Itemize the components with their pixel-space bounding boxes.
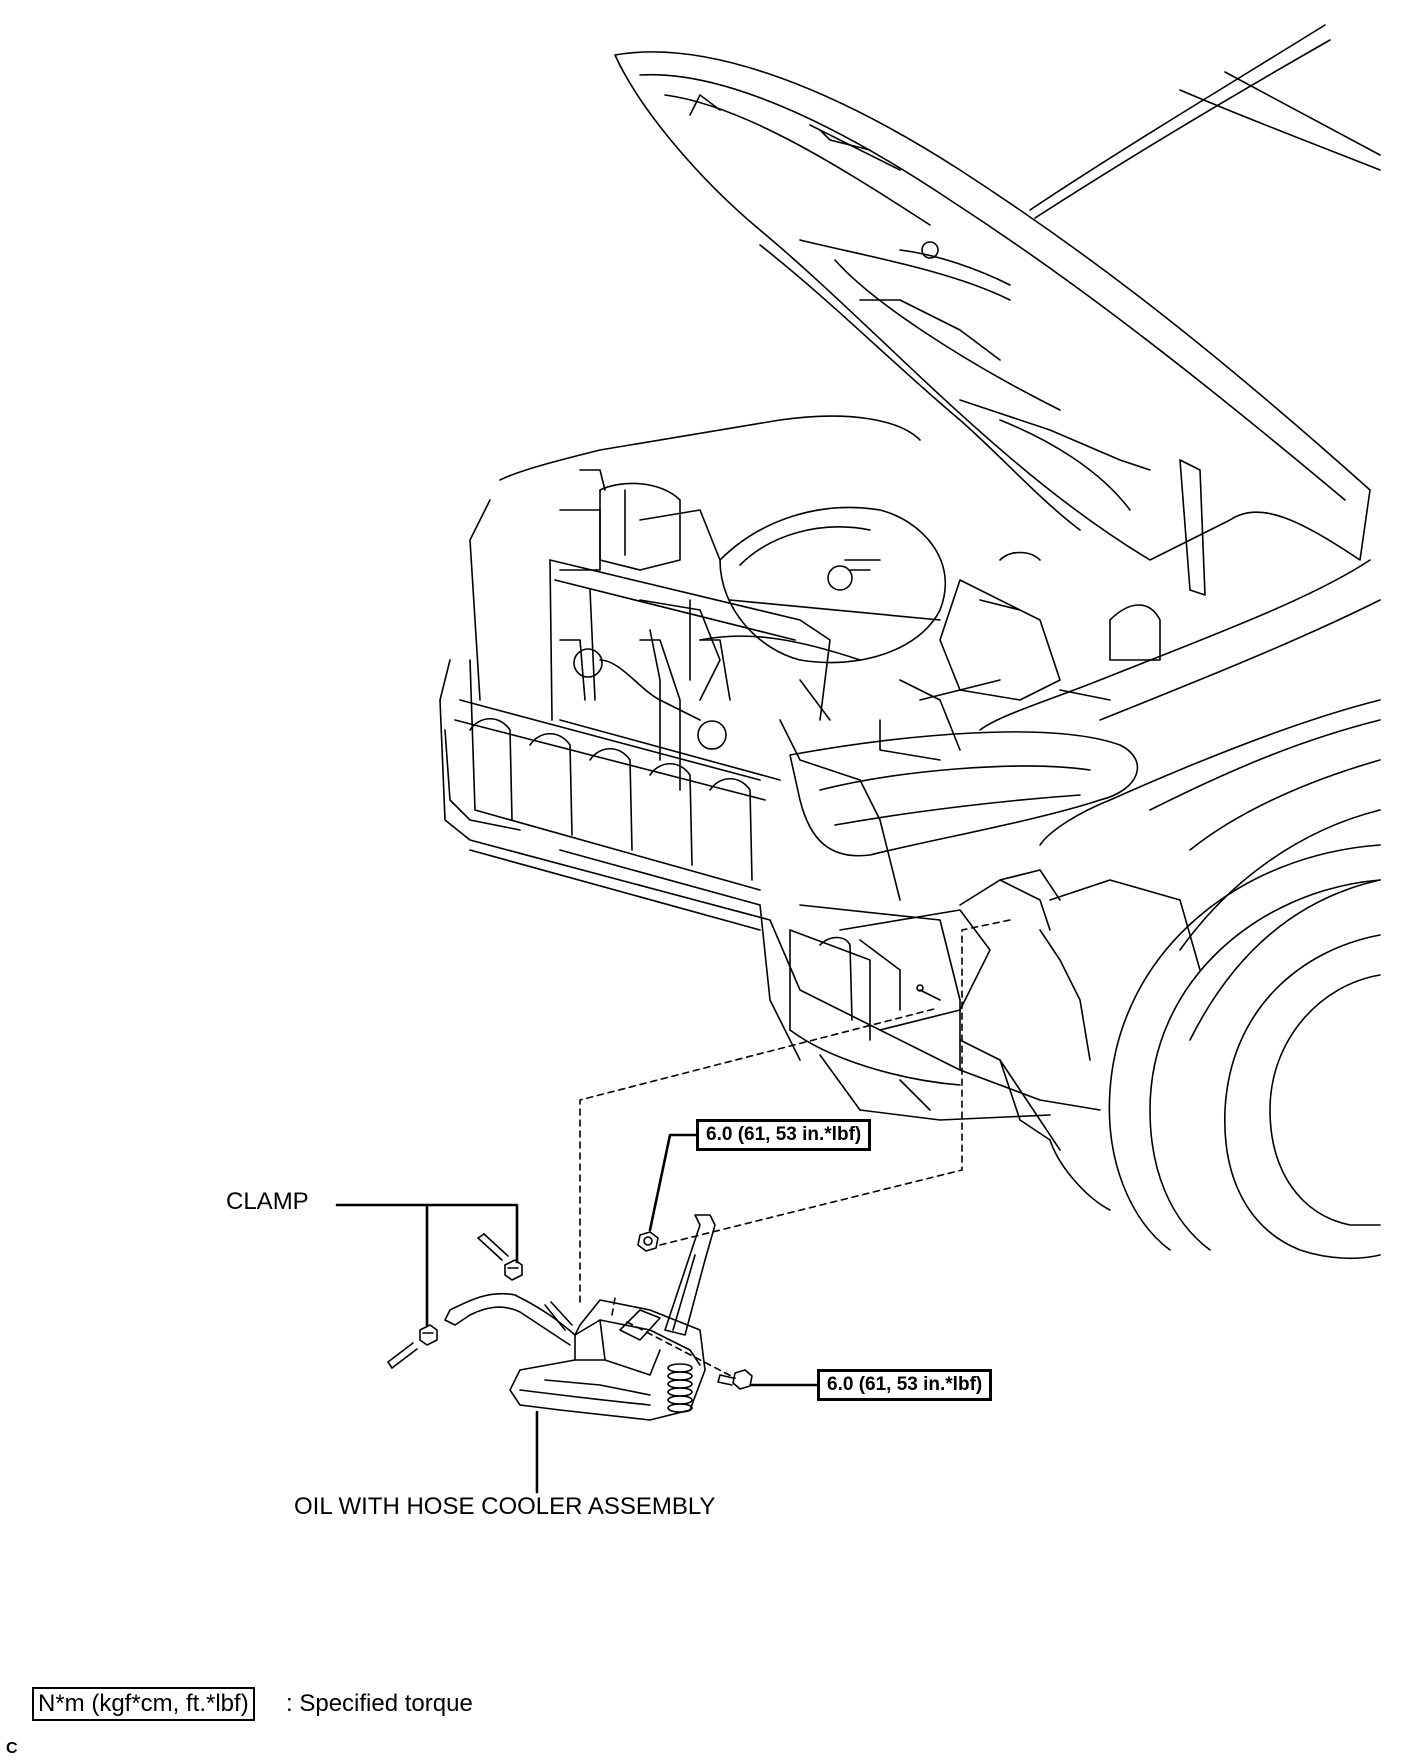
oil-cooler-assembly-illustration (387, 1214, 753, 1421)
under-cover-area (839, 869, 1201, 1061)
torque-legend-description: : Specified torque (286, 1690, 473, 1717)
torque-spec-bolt: 6.0 (61, 53 in.*lbf) (817, 1369, 993, 1401)
assembly-label: OIL WITH HOSE COOLER ASSEMBLY (294, 1493, 716, 1520)
clamp-label: CLAMP (226, 1188, 309, 1215)
front-bumper (439, 415, 1111, 1211)
bracket-nut (637, 1231, 659, 1252)
alignment-lines (579, 919, 1011, 1379)
torque-spec-nut: 6.0 (61, 53 in.*lbf) (696, 1119, 872, 1151)
clamp-upper (504, 1259, 523, 1281)
clamp-lower (419, 1324, 438, 1346)
front-wheel (1108, 844, 1381, 1260)
hood-support-rod (1179, 459, 1206, 596)
windshield (1029, 24, 1381, 219)
fender (979, 559, 1381, 1041)
bumper-absorber (444, 699, 871, 1041)
cooler-fins (667, 1363, 693, 1413)
torque-unit-legend-box: N*m (kgf*cm, ft.*lbf) (32, 1687, 255, 1721)
vehicle-body-illustration (439, 24, 1381, 1260)
leader-lines (335, 1133, 820, 1494)
radiator-support (549, 559, 901, 901)
outlet-hose (444, 1292, 576, 1346)
open-hood (614, 51, 1371, 561)
headlamp (789, 731, 1139, 857)
engine-compartment (559, 469, 1161, 761)
horns (573, 648, 727, 750)
corner-mark: C (6, 1740, 18, 1757)
assembly-bolt (717, 1369, 753, 1390)
